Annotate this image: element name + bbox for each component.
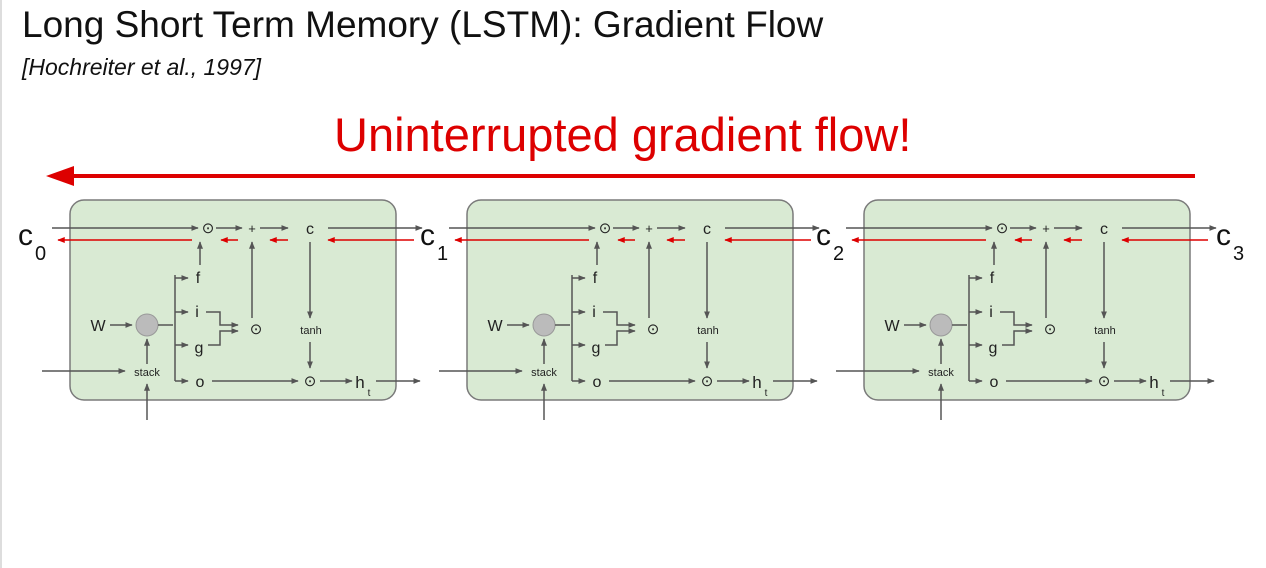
gradient-flow-arrow: [46, 166, 1195, 186]
stack-label: stack: [134, 367, 160, 379]
lstm-chain-diagram: ⊙+cfigo⊙tanh⊙htWstack⊙+cfigo⊙tanh⊙htWsta…: [18, 166, 1244, 420]
slide-title: Long Short Term Memory (LSTM): Gradient …: [22, 4, 824, 45]
output-multiply-node: ⊙: [304, 373, 317, 390]
gate-o-label: o: [990, 374, 999, 391]
tanh-label: tanh: [697, 325, 718, 337]
hidden-state-subscript: t: [368, 388, 371, 399]
cell-add-node: +: [248, 221, 256, 236]
gate-g-label: g: [989, 340, 998, 357]
cell-state-subscript-1: 1: [437, 243, 448, 265]
stack-label: stack: [531, 367, 557, 379]
connector-line: [605, 328, 636, 346]
hidden-state-label: h: [355, 373, 364, 392]
gate-g-label: g: [195, 340, 204, 357]
connector-line: [1002, 328, 1033, 346]
cell-state-node: c: [306, 221, 314, 238]
hidden-state-label: h: [1149, 373, 1158, 392]
cell-state-subscript-3: 3: [1233, 243, 1244, 265]
cell-add-node: +: [645, 221, 653, 236]
forget-multiply-node: ⊙: [996, 220, 1009, 237]
weight-label: W: [487, 318, 503, 335]
connector-line: [206, 311, 239, 328]
output-multiply-node: ⊙: [1098, 373, 1111, 390]
connector-line: [208, 328, 239, 346]
connector-line: [603, 311, 636, 328]
gate-o-label: o: [196, 374, 205, 391]
lstm-cell-box: [69, 199, 397, 401]
gate-f-label: f: [196, 270, 201, 287]
stack-label: stack: [928, 367, 954, 379]
input-multiply-node: ⊙: [647, 321, 660, 338]
forget-multiply-node: ⊙: [599, 220, 612, 237]
input-multiply-node: ⊙: [1044, 321, 1057, 338]
gradient-headline: Uninterrupted gradient flow!: [334, 108, 912, 161]
cell-state-0: c: [18, 219, 33, 252]
slide-border: [0, 0, 2, 568]
weight-node: [532, 313, 556, 337]
forget-multiply-node: ⊙: [202, 220, 215, 237]
cell-state-1: c: [420, 219, 435, 252]
cell-state-subscript-0: 0: [35, 243, 46, 265]
cell-add-node: +: [1042, 221, 1050, 236]
input-multiply-node: ⊙: [250, 321, 263, 338]
lstm-cell-box: [466, 199, 794, 401]
weight-node: [135, 313, 159, 337]
lstm-cell-box: [863, 199, 1191, 401]
hidden-state-label: h: [752, 373, 761, 392]
gate-o-label: o: [593, 374, 602, 391]
cell-state-node: c: [1100, 221, 1108, 238]
hidden-state-subscript: t: [1162, 388, 1165, 399]
cell-state-3: c: [1216, 219, 1231, 252]
slide-citation: [Hochreiter et al., 1997]: [22, 54, 262, 80]
gate-i-label: i: [592, 304, 596, 321]
connector-line: [1000, 311, 1033, 328]
tanh-label: tanh: [1094, 325, 1115, 337]
gate-i-label: i: [989, 304, 993, 321]
weight-label: W: [90, 318, 106, 335]
output-multiply-node: ⊙: [701, 373, 714, 390]
cell-state-subscript-2: 2: [833, 243, 844, 265]
gate-i-label: i: [195, 304, 199, 321]
gate-g-label: g: [592, 340, 601, 357]
gate-f-label: f: [593, 270, 598, 287]
hidden-state-subscript: t: [765, 388, 768, 399]
cell-state-2: c: [816, 219, 831, 252]
cell-state-node: c: [703, 221, 711, 238]
gate-f-label: f: [990, 270, 995, 287]
gradient-arrow-head: [46, 166, 74, 186]
tanh-label: tanh: [300, 325, 321, 337]
weight-label: W: [884, 318, 900, 335]
weight-node: [929, 313, 953, 337]
